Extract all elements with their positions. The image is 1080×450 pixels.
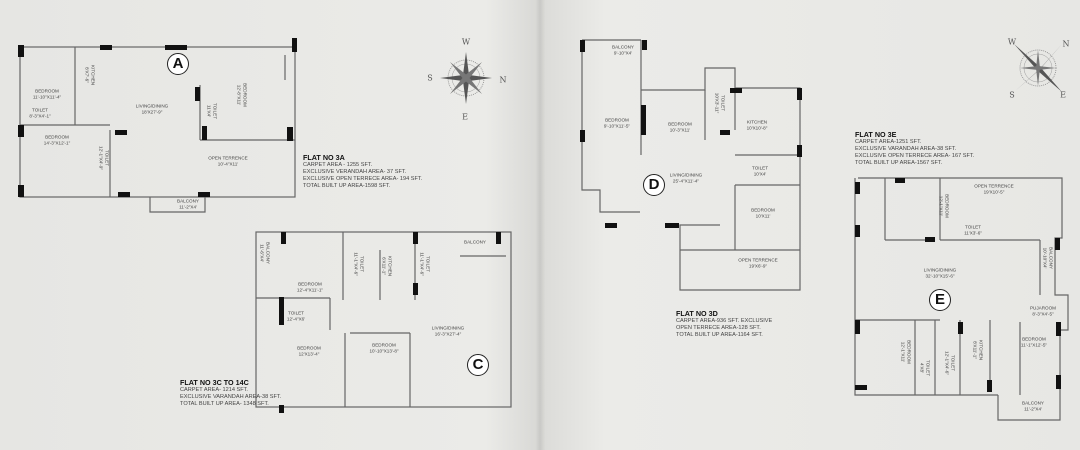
compass-west-label: W [1007,37,1017,47]
flat-d-marker: D [643,174,665,196]
room-label: Toilet12'-1"X4'-9" [99,146,110,170]
room-label: Bedroom11'-1"X12'-5" [1020,336,1048,348]
room-label: Toilet12'-1"X4'-6" [945,351,956,375]
room-label: Bedroom10'X11' [751,207,775,219]
room-label: Living/Dining25'-4"X11'-4" [669,172,703,184]
room-label: Toilet10'X4' [752,165,768,177]
room-label: Toilet4'X8' [920,360,931,376]
room-label: Balcony11'-2"X4' [1022,400,1044,412]
plan-e-walls [854,177,1069,421]
room-label: Pujaroom8'-3"X4'-5" [1029,305,1057,317]
room-label: Balcony [464,239,486,245]
flat-e-marker: E [929,289,951,311]
room-label: Toilet10'X3'-11" [715,92,726,114]
room-label: Balcony9'-10"X4' [612,44,634,56]
compass-rose-icon [440,52,492,104]
compass-north-label: N [499,75,507,85]
room-label: Bedroom14'-3"X12'-1" [43,134,71,146]
room-label: Bedroom12'-8"X11' [237,83,248,107]
room-label: Bedroom11'-10"X11'-4" [32,88,62,100]
room-label: Bedroom12'-1"X11' [939,194,950,218]
compass-north-label: N [1062,39,1070,49]
flat-d-details: FLAT NO 3D CARPET AREA-936 SFT. EXCLUSIV… [676,309,773,338]
compass-south-label: S [1009,90,1015,100]
room-label: Toilet11'X4' [207,103,218,119]
room-label: Living/Dining32'-10"X15'-6" [923,267,957,279]
room-label: Toilet11'X3'-6" [964,224,982,236]
room-label: Kitchen8'X11'-1" [973,339,984,361]
flat-a-details: FLAT NO 3A CARPET AREA - 1255 SFT.EXCLUS… [303,153,423,189]
flat-c-marker: C [467,354,489,376]
room-label: Balcony11'-2"X4' [177,198,199,210]
room-label: Bedroom9'-10"X11'-5" [603,117,631,129]
room-label: Toilet11'-1"X4'-6" [420,252,431,276]
room-label: Living/Dining16'-3"X27'-4" [431,325,465,337]
room-label: Toilet11'-1"X4'-6" [354,252,365,276]
room-label: Kitchen10'X10'-8" [746,119,768,131]
room-label: Kitchen6'X11'-1" [382,255,393,277]
room-label: Balcony10'-10"X4' [1043,247,1054,269]
room-label: Kitchen8'X7'-6" [85,64,96,86]
room-label: Bedroom12'-1"X11' [901,340,912,364]
room-label: Open Terrence19'X10'-5" [974,183,1014,195]
room-label: Toilet8'-3"X4'-1" [29,107,51,119]
compass-east-label: E [1060,90,1066,100]
room-label: Bedroom12'X13'-4" [297,345,321,357]
room-label: Toilet12'-4"X6' [286,310,306,322]
flat-c-details: FLAT NO 3C TO 14C CARPET AREA- 1214 SFT.… [180,378,282,407]
compass-rose-icon [1014,44,1062,92]
compass-west-label: W [461,37,471,47]
plan-a-walls [19,46,296,213]
compass-east-label: E [462,112,468,122]
room-label: Bedroom12'-4"X11'-1" [296,281,324,293]
room-label: Open Terrence10'-4"X11' [208,155,248,167]
flat-e-details: FLAT NO 3E CARPET AREA-1251 SFT.EXCLUSIV… [855,130,975,166]
wall-columns [18,38,1061,413]
room-label: Open Terrence19'X6'-9" [738,257,778,269]
plan-c-walls [255,231,512,408]
flat-a-marker: A [167,53,189,75]
room-label: Living/Dining18'X27'-9" [135,103,169,115]
room-label: Balcony11'-6"X4' [260,242,271,264]
compass-south-label: S [427,73,433,83]
room-label: Bedroom10'-10"X13'-8" [369,342,399,354]
room-label: Bedroom10'-3"X11' [668,121,692,133]
